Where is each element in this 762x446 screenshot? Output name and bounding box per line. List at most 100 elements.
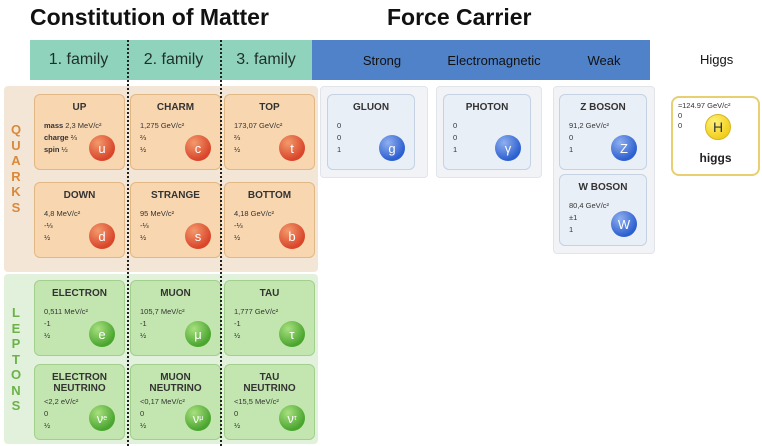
particle-symbol: d: [89, 223, 115, 249]
particle-spin: 1: [569, 144, 609, 156]
particle-card: STRANGE 95 MeV/c² -⅓ ½ s: [130, 182, 221, 258]
higgs-charge: 0: [678, 111, 683, 120]
particle-spin: ½: [44, 330, 88, 342]
higgs-mass: ≈124.97 GeV/c²: [678, 101, 731, 110]
particle-spin: ½: [44, 232, 80, 244]
mass-value: 95 MeV/c²: [140, 209, 175, 218]
particle-mass: <2,2 eV/c²: [44, 396, 78, 408]
mass-value: 80,4 GeV/c²: [569, 201, 610, 210]
particle-spin: spin ½: [44, 144, 102, 156]
charge-value: -⅓: [234, 221, 243, 230]
charge-value: -⅓: [140, 221, 149, 230]
force-label-strong: Strong: [362, 52, 402, 68]
charge-label: charge: [44, 133, 69, 142]
particle-mass: 91,2 GeV/c²: [569, 120, 609, 132]
mass-value: 1,275 GeV/c²: [140, 121, 185, 130]
particle-charge: ⅔: [234, 132, 282, 144]
particle-charge: charge ⅔: [44, 132, 102, 144]
particle-spin: 1: [337, 144, 341, 156]
particle-symbol: g: [379, 135, 405, 161]
particle-mass: 0,511 MeV/c²: [44, 306, 88, 318]
spin-value: 1: [569, 225, 574, 234]
charge-value: 0: [140, 409, 145, 418]
particle-charge: ⅔: [140, 132, 184, 144]
symbol-letter: e: [98, 326, 106, 342]
particle-spin: ½: [140, 232, 174, 244]
particle-symbol: Z: [611, 135, 637, 161]
charge-value: -⅓: [44, 221, 53, 230]
particle-charge: -1: [44, 318, 88, 330]
particle-charge: -1: [140, 318, 185, 330]
particle-symbol: s: [185, 223, 211, 249]
family-separator-2: [220, 40, 222, 446]
particle-charge: -⅓: [44, 220, 80, 232]
particle-spin: ½: [140, 144, 184, 156]
particle-properties: 95 MeV/c² -⅓ ½: [140, 208, 174, 244]
particle-name: Z BOSON: [580, 102, 626, 113]
symbol-subscript: μ: [199, 414, 204, 422]
symbol-letter: ν: [192, 410, 200, 426]
symbol-letter: μ: [194, 326, 202, 342]
family-header-2: 2. family: [127, 40, 220, 80]
particle-charge: 0: [234, 408, 279, 420]
force-label-electromagnetic: Electromagnetic: [447, 52, 541, 68]
particle-mass: 80,4 GeV/c²: [569, 200, 609, 212]
charge-value: 0: [44, 409, 49, 418]
particle-mass: 1,777 GeV/c²: [234, 306, 278, 318]
higgs-name: higgs: [699, 151, 732, 165]
particle-spin: ½: [234, 420, 279, 432]
particle-spin: 1: [453, 144, 457, 156]
charge-value: ⅔: [70, 133, 77, 142]
symbol-letter: ν: [287, 410, 294, 426]
mass-value: 0: [453, 121, 458, 130]
mass-label: mass: [44, 121, 64, 130]
mass-value: 1,777 GeV/c²: [234, 307, 279, 316]
spin-value: ½: [140, 233, 147, 242]
particle-mass: <15,5 MeV/c²: [234, 396, 279, 408]
mass-value: 0: [337, 121, 342, 130]
mass-value: 91,2 GeV/c²: [569, 121, 610, 130]
particle-mass: 173,07 GeV/c²: [234, 120, 282, 132]
spin-value: ½: [234, 331, 241, 340]
matter-heading: Constitution of Matter: [30, 4, 269, 30]
spin-value: 1: [337, 145, 342, 154]
symbol-letter: W: [617, 216, 631, 232]
particle-name: W BOSON: [578, 182, 628, 193]
symbol-letter: ν: [96, 410, 104, 426]
particle-spin: ½: [44, 420, 78, 432]
particle-name: TOP: [259, 102, 280, 113]
particle-name: STRANGE: [151, 190, 200, 201]
particle-symbol: c: [185, 135, 211, 161]
charge-value: ⅔: [234, 133, 241, 142]
particle-name: MUON: [160, 288, 191, 299]
particle-name: TAU NEUTRINO: [243, 372, 296, 394]
particle-spin: ½: [140, 330, 185, 342]
particle-name: BOTTOM: [247, 190, 292, 201]
particle-symbol: b: [279, 223, 305, 249]
particle-mass: 105,7 MeV/c²: [140, 306, 185, 318]
particle-name: CHARM: [156, 102, 195, 113]
symbol-letter: Z: [620, 140, 628, 156]
particle-mass: 95 MeV/c²: [140, 208, 174, 220]
force-label-weak: Weak: [587, 52, 621, 68]
spin-value: ½: [44, 421, 51, 430]
higgs-label: Higgs: [700, 52, 734, 67]
